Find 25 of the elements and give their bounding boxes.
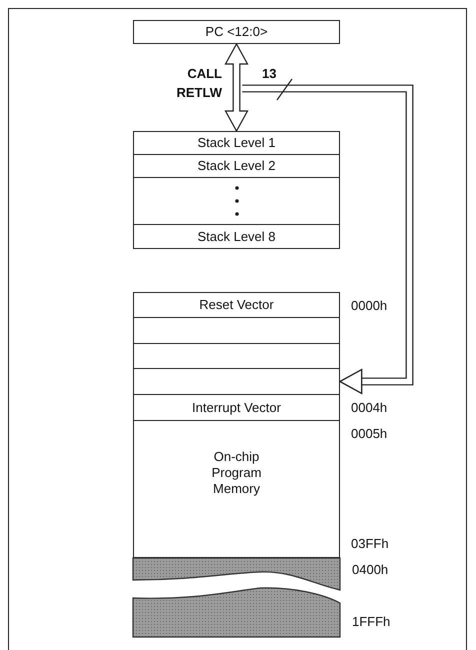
memory-row-box: [133, 343, 340, 369]
address-label: 0004h: [351, 400, 388, 416]
address-label: 1FFFh: [352, 614, 390, 630]
node-label: Reset Vector: [199, 297, 274, 313]
hollow-bus-arrow: [224, 42, 249, 132]
memory-row-box: [133, 317, 340, 344]
memory-row-box: [133, 368, 340, 395]
memory-row-box: [133, 20, 340, 44]
memory-row-box: [133, 177, 340, 225]
node-label: Stack Level 1: [197, 135, 276, 151]
node-label: Interrupt Vector: [192, 400, 281, 416]
node-label: PC <12:0>: [205, 24, 268, 40]
address-label: 03FFh: [351, 536, 389, 552]
node-label: Stack Level 8: [197, 228, 276, 244]
edge-label: CALL RETLW: [176, 65, 222, 102]
edge-label: 13: [262, 65, 278, 83]
address-label: 0005h: [351, 426, 388, 442]
node-label: On-chip Program Memory: [210, 449, 262, 497]
memory-row-box: [133, 224, 340, 249]
hollow-bus-arrow: [242, 84, 414, 394]
address-label: 0400h: [352, 562, 388, 578]
node-label: Stack Level 2: [197, 158, 276, 174]
memory-row-box: [133, 154, 340, 178]
memory-row-box: [133, 131, 340, 155]
address-label: 0000h: [351, 298, 388, 314]
